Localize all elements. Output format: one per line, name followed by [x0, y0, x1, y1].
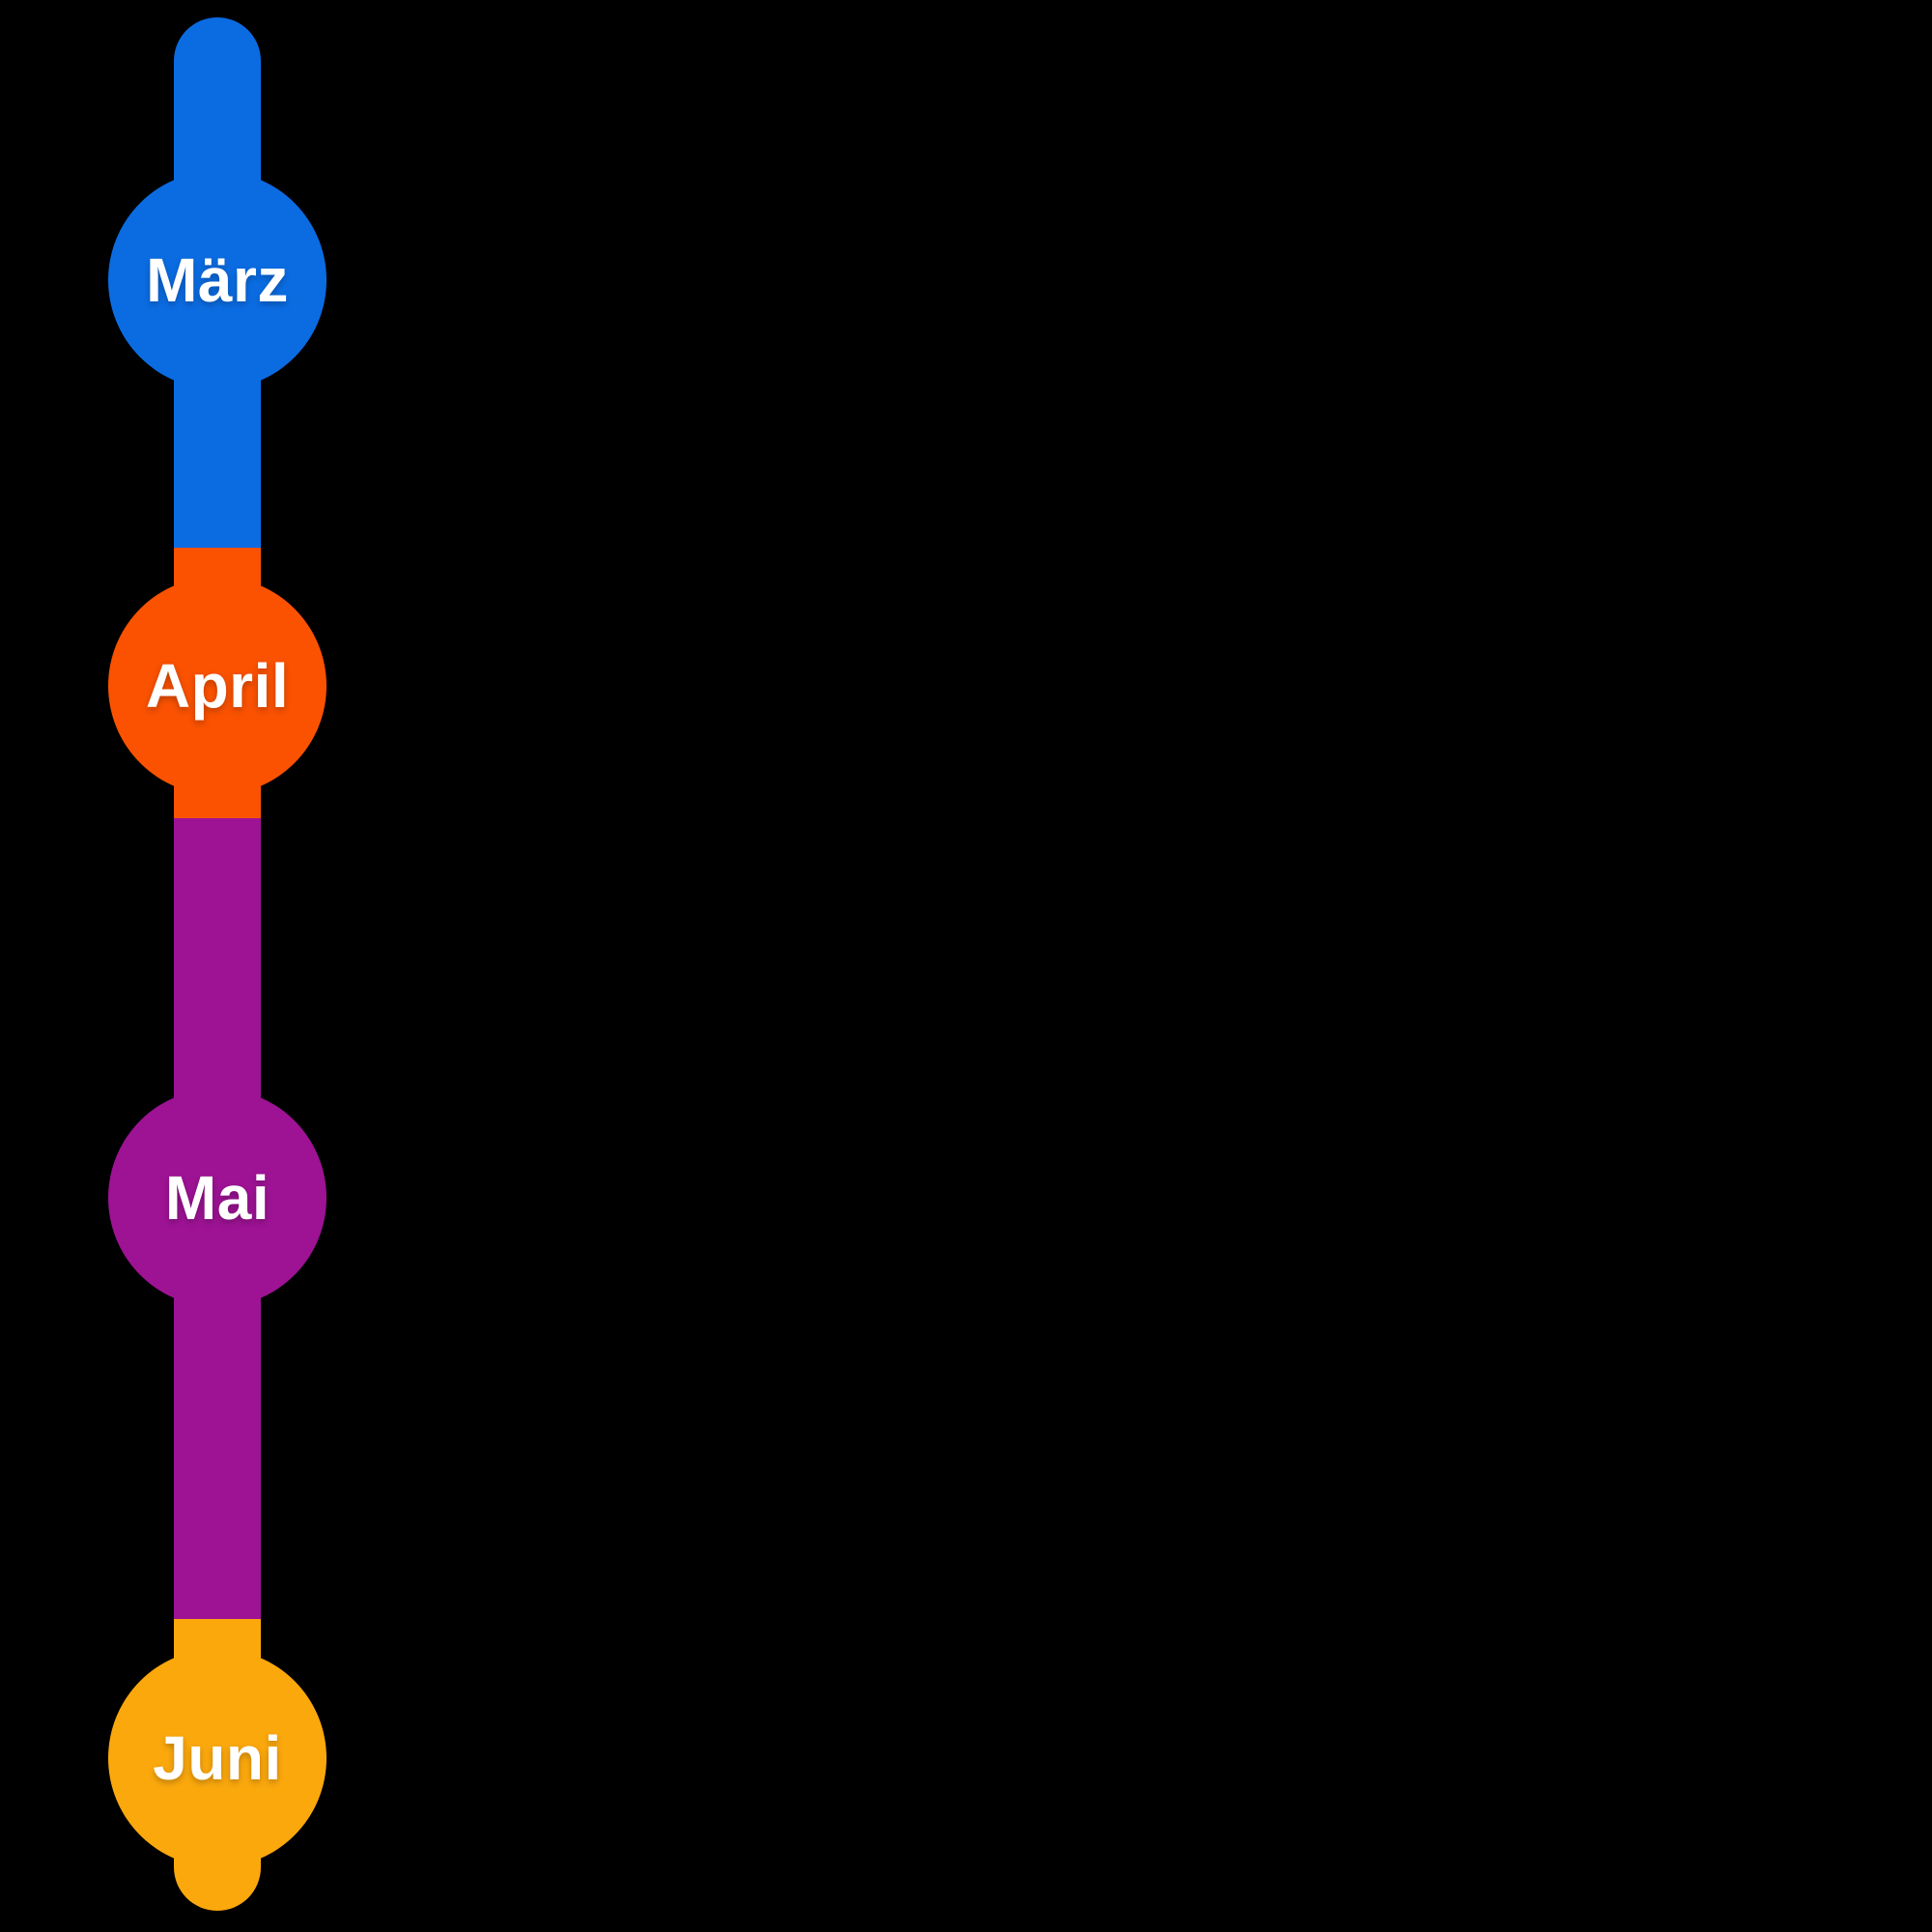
- month-label-mai: Mai: [164, 1163, 270, 1233]
- timeline-node-april: April: [108, 577, 327, 795]
- month-label-april: April: [145, 651, 290, 721]
- timeline-node-juni: Juni: [108, 1649, 327, 1867]
- timeline-node-mai: Mai: [108, 1089, 327, 1307]
- month-label-juni: Juni: [153, 1723, 282, 1793]
- month-label-maerz: März: [146, 245, 289, 315]
- timeline-node-maerz: März: [108, 171, 327, 389]
